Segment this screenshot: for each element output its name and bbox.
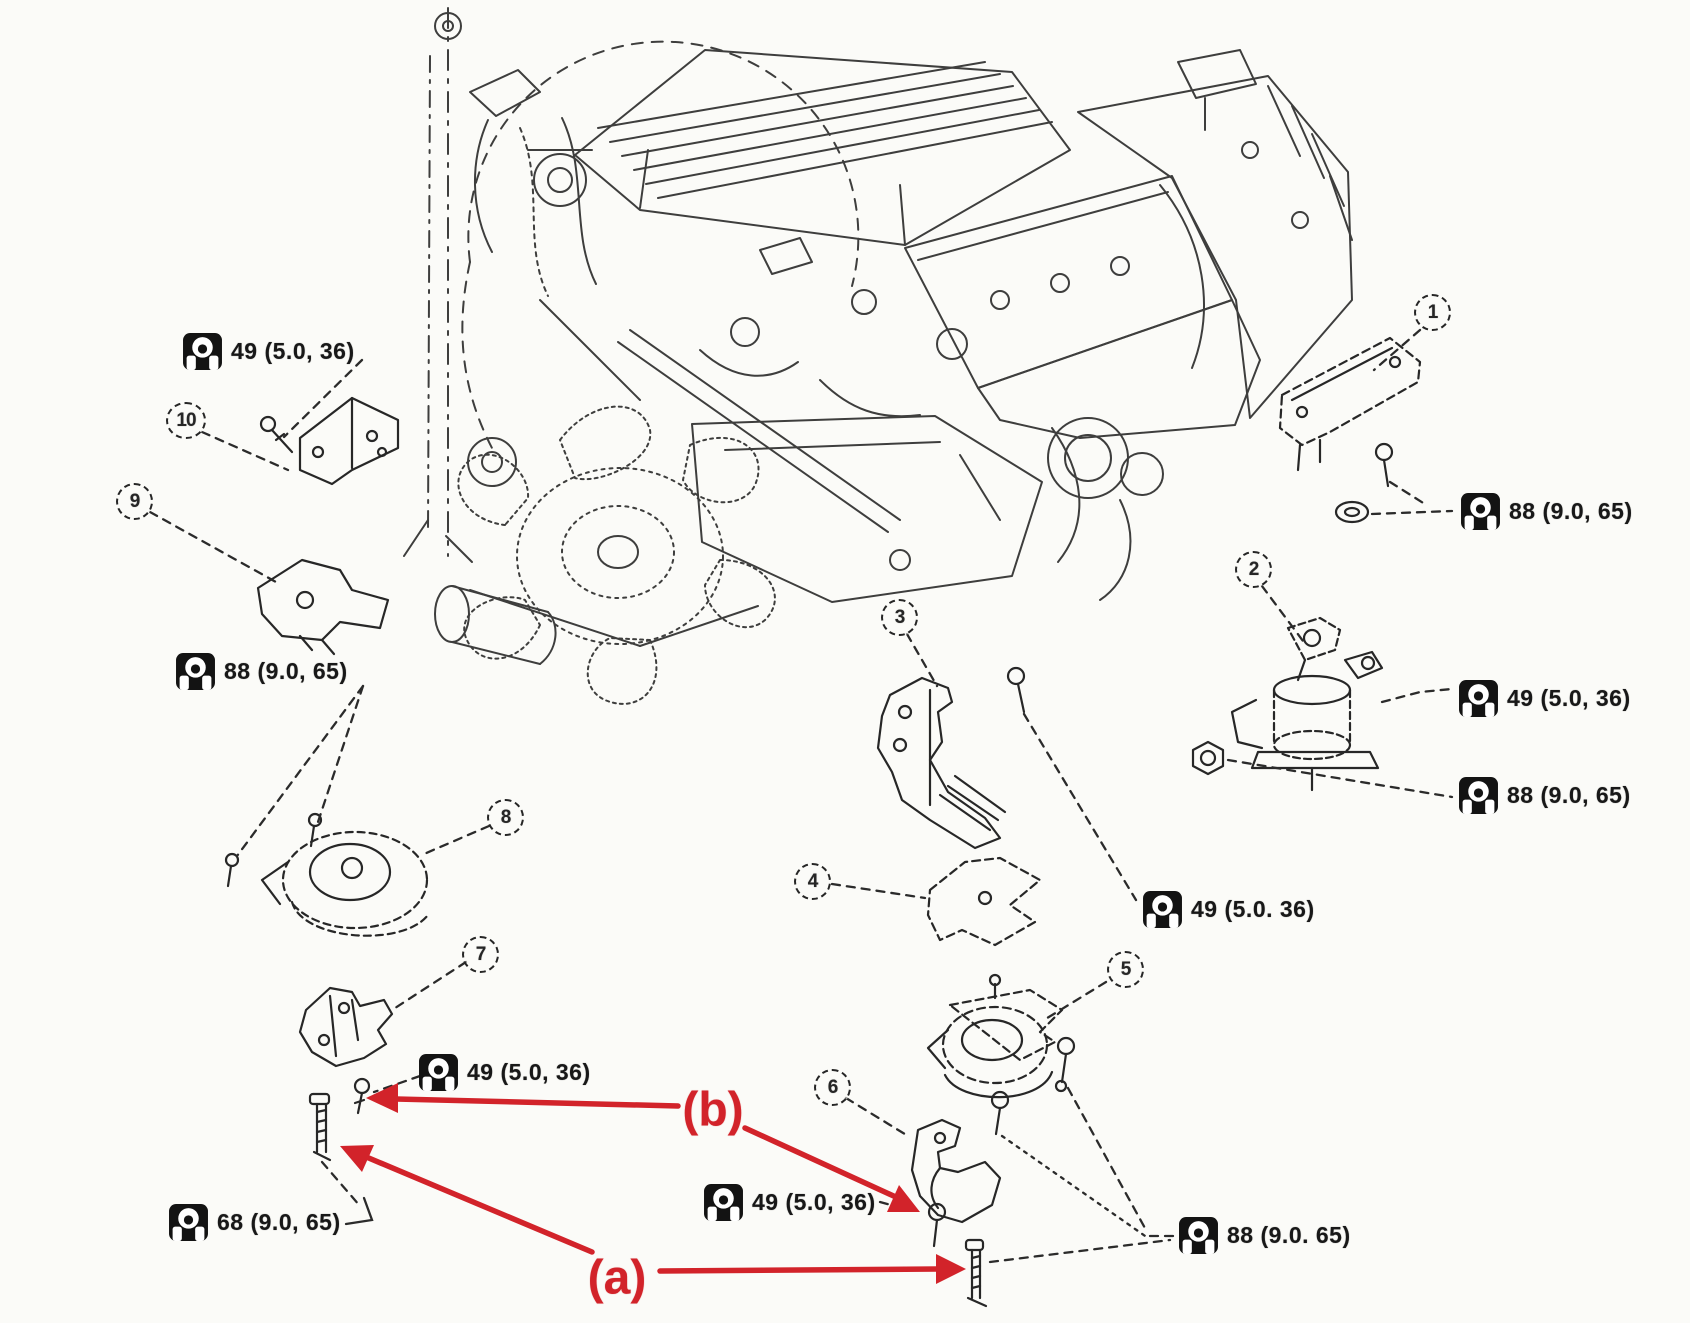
torque-value: 49 (5.0. 36) bbox=[1191, 896, 1315, 922]
part-9-plate bbox=[256, 558, 390, 656]
torque-label-item10: 49 (5.0, 36) bbox=[182, 332, 355, 371]
part-2-nut bbox=[1191, 740, 1225, 776]
torque-value: 49 (5.0, 36) bbox=[1507, 685, 1631, 711]
part-5-bolts bbox=[990, 1036, 1076, 1136]
part-10-bracket bbox=[298, 396, 400, 486]
arrowhead-b-left bbox=[366, 1083, 398, 1113]
torque-label-bottom-right: 88 (9.0. 65) bbox=[1178, 1216, 1351, 1255]
torque-value: 68 (9.0, 65) bbox=[217, 1209, 341, 1235]
part-2-mount bbox=[1230, 616, 1384, 792]
part-6-bolt bbox=[927, 1202, 947, 1248]
part-7-bracket bbox=[298, 986, 394, 1068]
callout-6: 6 bbox=[814, 1069, 851, 1106]
torque-label-item7: 49 (5.0, 36) bbox=[418, 1053, 591, 1092]
torque-value: 88 (9.0, 65) bbox=[1507, 782, 1631, 808]
arrowhead-b-right bbox=[887, 1185, 920, 1212]
part-a-long-bolt-right bbox=[964, 1238, 988, 1308]
arrowhead-a-right bbox=[936, 1254, 966, 1284]
torque-wrench-icon bbox=[1461, 493, 1500, 530]
part-8-bolts bbox=[224, 812, 323, 888]
torque-wrench-icon bbox=[1143, 891, 1182, 928]
annotation-b: (b) bbox=[682, 1083, 744, 1137]
callout-8: 8 bbox=[487, 799, 524, 836]
torque-value: 49 (5.0, 36) bbox=[231, 338, 355, 364]
callout-3: 3 bbox=[881, 599, 918, 636]
annotation-a: (a) bbox=[587, 1251, 647, 1305]
torque-label-bottom-left: 68 (9.0, 65) bbox=[168, 1203, 341, 1242]
callout-9: 9 bbox=[116, 483, 153, 520]
arrowhead-a-left bbox=[340, 1145, 374, 1172]
part-8-mount bbox=[260, 830, 430, 937]
callout-4: 4 bbox=[794, 863, 831, 900]
part-1-washer-nut bbox=[1334, 500, 1370, 524]
torque-wrench-icon bbox=[1459, 777, 1498, 814]
torque-wrench-icon bbox=[1179, 1217, 1218, 1254]
torque-label-mid-left: 88 (9.0, 65) bbox=[175, 652, 348, 691]
torque-wrench-icon bbox=[1459, 680, 1498, 717]
part-4-plate bbox=[926, 856, 1042, 947]
part-1-bolt bbox=[1374, 442, 1394, 488]
part-6-bracket bbox=[910, 1118, 1002, 1224]
torque-value: 88 (9.0. 65) bbox=[1227, 1222, 1351, 1248]
torque-label-item3: 49 (5.0. 36) bbox=[1142, 890, 1315, 929]
callout-7: 7 bbox=[462, 936, 499, 973]
callout-2: 2 bbox=[1235, 551, 1272, 588]
red-annotation-arrows bbox=[340, 1083, 966, 1284]
part-a-long-bolt-left bbox=[308, 1092, 332, 1162]
callout-1: 1 bbox=[1414, 294, 1451, 331]
part-1-bracket bbox=[1278, 336, 1422, 472]
torque-label-item6: 49 (5.0, 36) bbox=[703, 1183, 876, 1222]
leader-lines bbox=[148, 328, 1454, 1264]
torque-label-item2-lower: 88 (9.0, 65) bbox=[1458, 776, 1631, 815]
torque-value: 49 (5.0, 36) bbox=[752, 1189, 876, 1215]
torque-value: 88 (9.0, 65) bbox=[224, 658, 348, 684]
part-10-bolt bbox=[259, 415, 294, 454]
torque-wrench-icon bbox=[169, 1204, 208, 1241]
part-5-mount bbox=[926, 973, 1064, 1099]
torque-label-item1: 88 (9.0, 65) bbox=[1460, 492, 1633, 531]
part-3-bracket bbox=[876, 676, 1007, 850]
torque-wrench-icon bbox=[704, 1184, 743, 1221]
engine-assembly-illustration bbox=[403, 7, 1353, 705]
torque-wrench-icon bbox=[183, 333, 222, 370]
torque-value: 49 (5.0, 36) bbox=[467, 1059, 591, 1085]
torque-wrench-icon bbox=[419, 1054, 458, 1091]
callout-5: 5 bbox=[1107, 951, 1144, 988]
torque-label-item2-upper: 49 (5.0, 36) bbox=[1458, 679, 1631, 718]
callout-10: 10 bbox=[166, 402, 206, 439]
torque-wrench-icon bbox=[176, 653, 215, 690]
part-3-bolt bbox=[1006, 666, 1026, 714]
part-b-small-bolt bbox=[353, 1077, 371, 1115]
torque-value: 88 (9.0, 65) bbox=[1509, 498, 1633, 524]
